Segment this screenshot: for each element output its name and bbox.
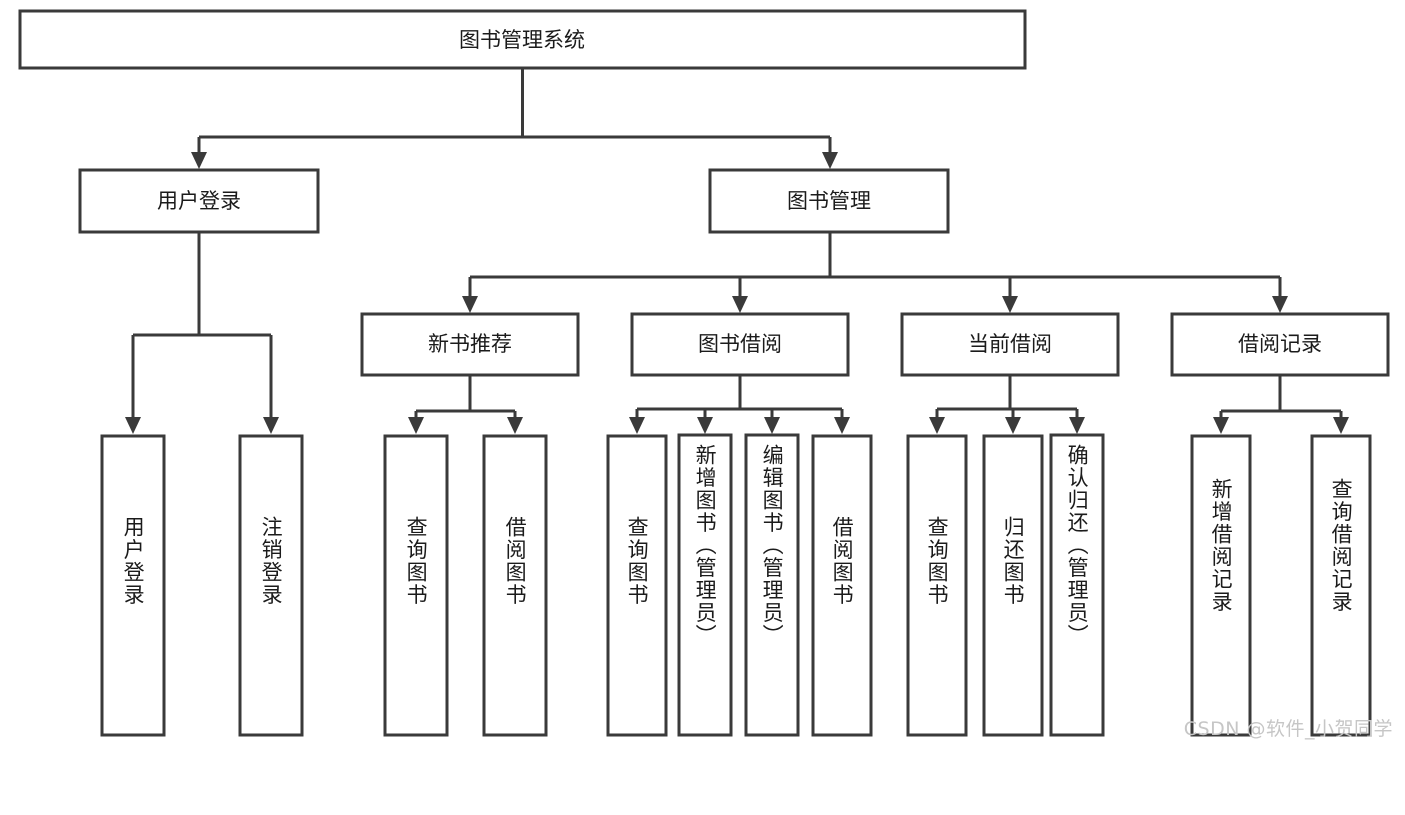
node-root-box[interactable] — [18, 9, 1027, 70]
arrowhead-book-borrow — [732, 296, 748, 313]
node-leaf-user-logout-box[interactable] — [238, 434, 304, 737]
node-current-borrow-label: 当前借阅 — [968, 332, 1052, 356]
node-book-manage-label: 图书管理 — [787, 189, 871, 213]
arrowhead-current-borrow — [1002, 296, 1018, 313]
node-user-login-label: 用户登录 — [157, 189, 241, 213]
node-leaf-confirm-return-admin-box[interactable] — [1049, 433, 1105, 737]
node-book-manage[interactable]: 图书管理 — [708, 168, 950, 234]
arrowhead-leaf-user-login — [125, 417, 141, 434]
arrowhead-query-book-rec — [408, 417, 424, 434]
arrowhead-query-book-borrow — [629, 417, 645, 434]
node-leaf-borrow-book-rec-box[interactable] — [482, 434, 548, 737]
arrowhead-book-manage — [822, 152, 838, 169]
node-leaf-user-login-box[interactable] — [100, 434, 166, 737]
csdn-watermark: CSDN @软件_小贺同学 — [1183, 718, 1393, 740]
node-leaf-borrow-book-box[interactable] — [811, 434, 873, 737]
arrowhead-query-borrow-record — [1333, 417, 1349, 434]
node-borrow-record[interactable]: 借阅记录 — [1170, 312, 1390, 377]
node-leaf-query-book-rec-box[interactable] — [383, 434, 449, 737]
node-book-manage-box[interactable] — [708, 168, 950, 234]
node-leaf-query-book-cur-box[interactable] — [906, 434, 968, 737]
node-book-borrow-box[interactable] — [630, 312, 850, 377]
node-borrow-record-box[interactable] — [1170, 312, 1390, 377]
arrowhead-user-login — [191, 152, 207, 169]
node-leaf-query-borrow-record-box[interactable] — [1310, 434, 1372, 737]
node-leaf-add-borrow-record-box[interactable] — [1190, 434, 1252, 737]
arrowhead-add-borrow-record — [1213, 417, 1229, 434]
node-new-book-rec-box[interactable] — [360, 312, 580, 377]
arrowhead-new-book-rec — [462, 296, 478, 313]
node-user-login-box[interactable] — [78, 168, 320, 234]
system-structure-diagram: 图书管理系统 用户登录 图书管理 新书推荐 图书借阅 当前借阅 借阅记录 — [18, 9, 1393, 740]
node-leaf-add-book-admin-box[interactable] — [677, 433, 733, 737]
arrowhead-borrow-book-rec — [507, 417, 523, 434]
arrowhead-confirm-return-admin — [1069, 417, 1085, 434]
node-root[interactable]: 图书管理系统 — [18, 9, 1027, 70]
node-root-label: 图书管理系统 — [459, 28, 585, 52]
node-leaf-query-book-borrow-box[interactable] — [606, 434, 668, 737]
node-user-login[interactable]: 用户登录 — [78, 168, 320, 234]
arrowhead-query-book-cur — [929, 417, 945, 434]
node-book-borrow[interactable]: 图书借阅 — [630, 312, 850, 377]
arrowhead-borrow-record — [1272, 296, 1288, 313]
arrowhead-borrow-book — [834, 417, 850, 434]
arrowhead-add-book-admin — [697, 417, 713, 434]
node-book-borrow-label: 图书借阅 — [698, 332, 782, 356]
connector-group — [125, 68, 1349, 434]
node-new-book-rec-label: 新书推荐 — [428, 332, 512, 356]
node-leaf-edit-book-admin-box[interactable] — [744, 433, 800, 737]
node-current-borrow-box[interactable] — [900, 312, 1120, 377]
node-leaf-return-book-box[interactable] — [982, 434, 1044, 737]
arrowhead-leaf-user-logout — [263, 417, 279, 434]
node-current-borrow[interactable]: 当前借阅 — [900, 312, 1120, 377]
node-borrow-record-label: 借阅记录 — [1238, 332, 1322, 356]
arrowhead-edit-book-admin — [764, 417, 780, 434]
arrowhead-return-book — [1005, 417, 1021, 434]
tree-canvas: 图书管理系统 用户登录 图书管理 新书推荐 图书借阅 当前借阅 借阅记录 — [18, 9, 1390, 737]
node-new-book-rec[interactable]: 新书推荐 — [360, 312, 580, 377]
